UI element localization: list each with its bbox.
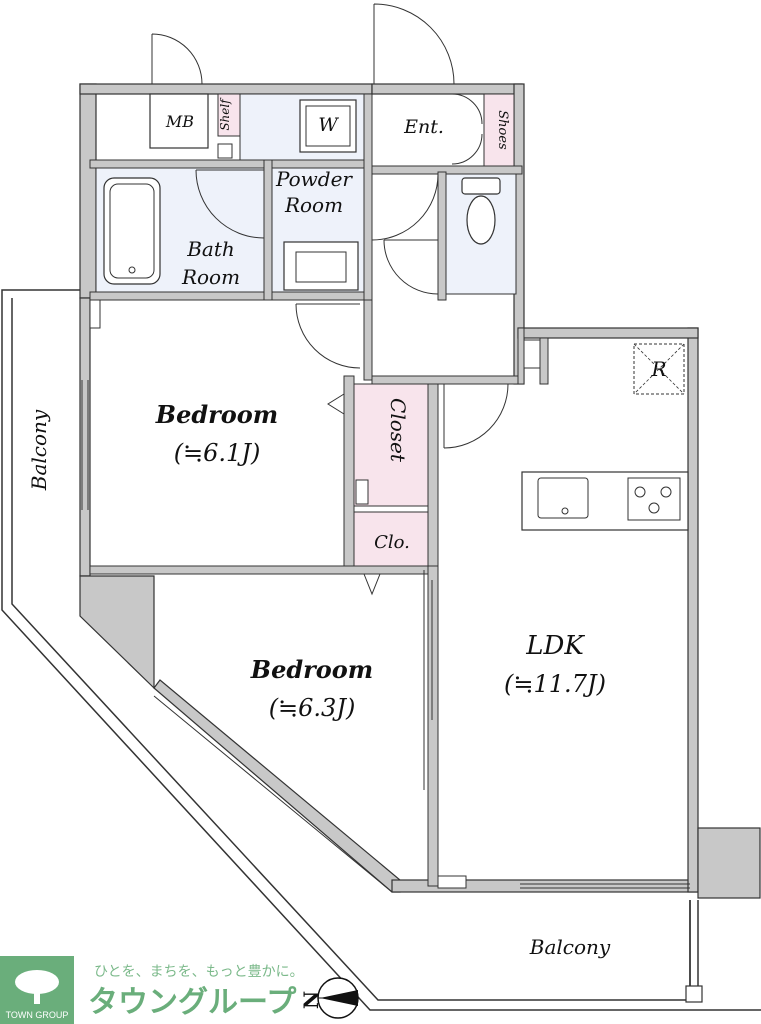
powder-room-label-1: Powder bbox=[275, 167, 353, 191]
washer-label: W bbox=[318, 114, 339, 136]
bath-room-label-1: Bath bbox=[186, 237, 235, 261]
wash-basin bbox=[283, 241, 359, 291]
brand-tagline: ひとを、まちを、もっと豊かに。 bbox=[94, 964, 304, 980]
bathtub bbox=[103, 177, 161, 285]
shoes-label: Shoes bbox=[495, 110, 510, 150]
closet-label: Closet bbox=[386, 398, 410, 463]
balcony-corner-post bbox=[685, 985, 703, 1003]
bedroom1-size: (≒6.1J) bbox=[174, 439, 261, 467]
mb-box bbox=[149, 93, 209, 149]
interior-walls bbox=[89, 93, 549, 887]
brand-name: タウングループ bbox=[88, 985, 297, 1020]
entrance-label: Ent. bbox=[403, 116, 444, 138]
kitchen-counter bbox=[521, 471, 689, 531]
sliding-doors bbox=[81, 380, 690, 893]
refrigerator-space bbox=[633, 343, 685, 395]
balcony-left-label: Balcony bbox=[27, 409, 51, 491]
brand-logo: TOWN GROUP bbox=[0, 956, 74, 1024]
door-swings bbox=[151, 3, 509, 449]
closet-folding-doors bbox=[327, 393, 381, 596]
north-label: N bbox=[299, 991, 323, 1009]
bath-room-label-2: Room bbox=[181, 265, 240, 289]
shelf-label: Shelf bbox=[218, 97, 232, 131]
storage-areas bbox=[217, 93, 515, 567]
small-shafts bbox=[89, 143, 541, 889]
exterior-walls bbox=[79, 83, 761, 899]
bedroom2-size: (≒6.3J) bbox=[269, 694, 356, 722]
toilet bbox=[461, 177, 501, 245]
logo-text: TOWN GROUP bbox=[6, 1010, 69, 1020]
refrigerator-label: R bbox=[650, 357, 666, 381]
washing-machine-space bbox=[299, 99, 357, 153]
bedroom2-name: Bedroom bbox=[250, 655, 373, 684]
bedroom1-name: Bedroom bbox=[155, 400, 278, 429]
ldk-name: LDK bbox=[525, 631, 585, 661]
north-arrow-icon bbox=[317, 977, 359, 1019]
clo-label: Clo. bbox=[374, 532, 410, 553]
balcony-outline bbox=[1, 289, 761, 1011]
balcony-bottom-label: Balcony bbox=[529, 935, 611, 959]
ldk-size: (≒11.7J) bbox=[504, 670, 606, 698]
tree-icon bbox=[15, 970, 59, 1004]
mb-label: MB bbox=[165, 112, 194, 131]
powder-room-label-2: Room bbox=[284, 193, 343, 217]
